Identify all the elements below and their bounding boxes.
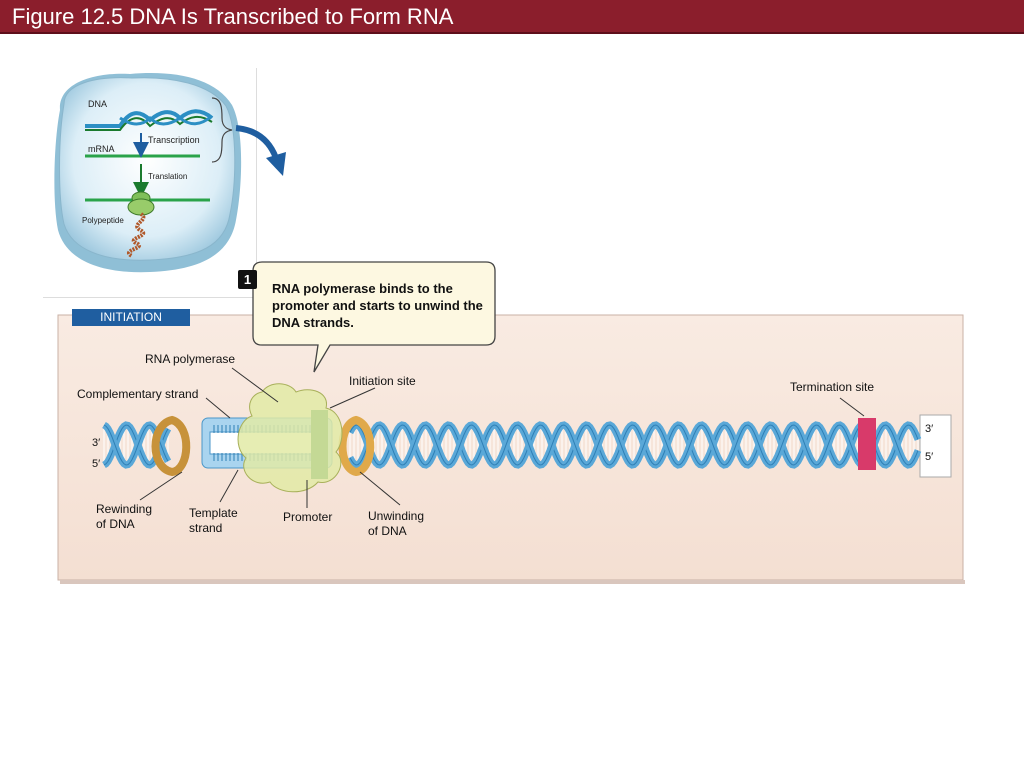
title-bar: Figure 12.5 DNA Is Transcribed to Form R… (0, 0, 1024, 34)
inset-translation-label: Translation (148, 172, 188, 181)
unwinding-loop (338, 415, 375, 477)
transcription-bubble (201, 417, 333, 469)
promoter-label: Promoter (283, 510, 333, 524)
dna-helix (102, 421, 922, 469)
left-top-end-label: 3′ (92, 437, 101, 449)
leader-lines (139, 367, 865, 508)
initiation-site-label: Initiation site (349, 374, 416, 388)
complementary-strand-label: Complementary strand (77, 387, 199, 401)
dna-strand-right-a (346, 421, 922, 469)
panel-shadow (60, 580, 965, 584)
page-title: Figure 12.5 DNA Is Transcribed to Form R… (12, 4, 454, 29)
inset-polypeptide-label: Polypeptide (82, 216, 124, 225)
phase-tab: INITIATION (72, 309, 190, 326)
unwinding-label-line1: Unwinding (368, 509, 425, 523)
rewinding-label-line1: Rewinding (96, 502, 153, 516)
rewinding-label-line2: of DNA (96, 517, 135, 531)
rna-polymerase-label: RNA polymerase (145, 352, 236, 366)
termination-region (858, 418, 876, 470)
unwinding-label-line2: of DNA (368, 524, 407, 538)
inset-mrna-label: mRNA (88, 144, 115, 154)
promoter-region (311, 410, 328, 479)
rewinding-loop (151, 415, 191, 477)
dna-strand-right-b (346, 421, 922, 469)
template-label-line1: Template (189, 506, 238, 520)
inset-transcription-label: Transcription (148, 135, 200, 145)
dna-strand-left-a-edge (103, 424, 169, 466)
step-number-badge: 1 (238, 270, 257, 289)
dna-strand-right-b-edge (349, 424, 919, 466)
template-label-line2: strand (189, 521, 223, 535)
dna-strand-left-a (102, 421, 172, 469)
inset-panel (43, 68, 257, 298)
dna-strand-left-b (102, 421, 172, 469)
rna-polymerase-shape (237, 383, 343, 493)
inset-dna-label: DNA (88, 99, 108, 109)
dna-strand-left-b-edge (103, 424, 169, 466)
dna-strand-right-a-edge (349, 424, 919, 466)
right-top-end-label: 3′ (925, 423, 934, 435)
right-bottom-end-label: 5′ (925, 451, 934, 463)
termination-site-label: Termination site (790, 380, 875, 394)
left-bottom-end-label: 5′ (92, 458, 101, 470)
step-description: RNA polymerase binds to the promoter and… (272, 281, 483, 330)
